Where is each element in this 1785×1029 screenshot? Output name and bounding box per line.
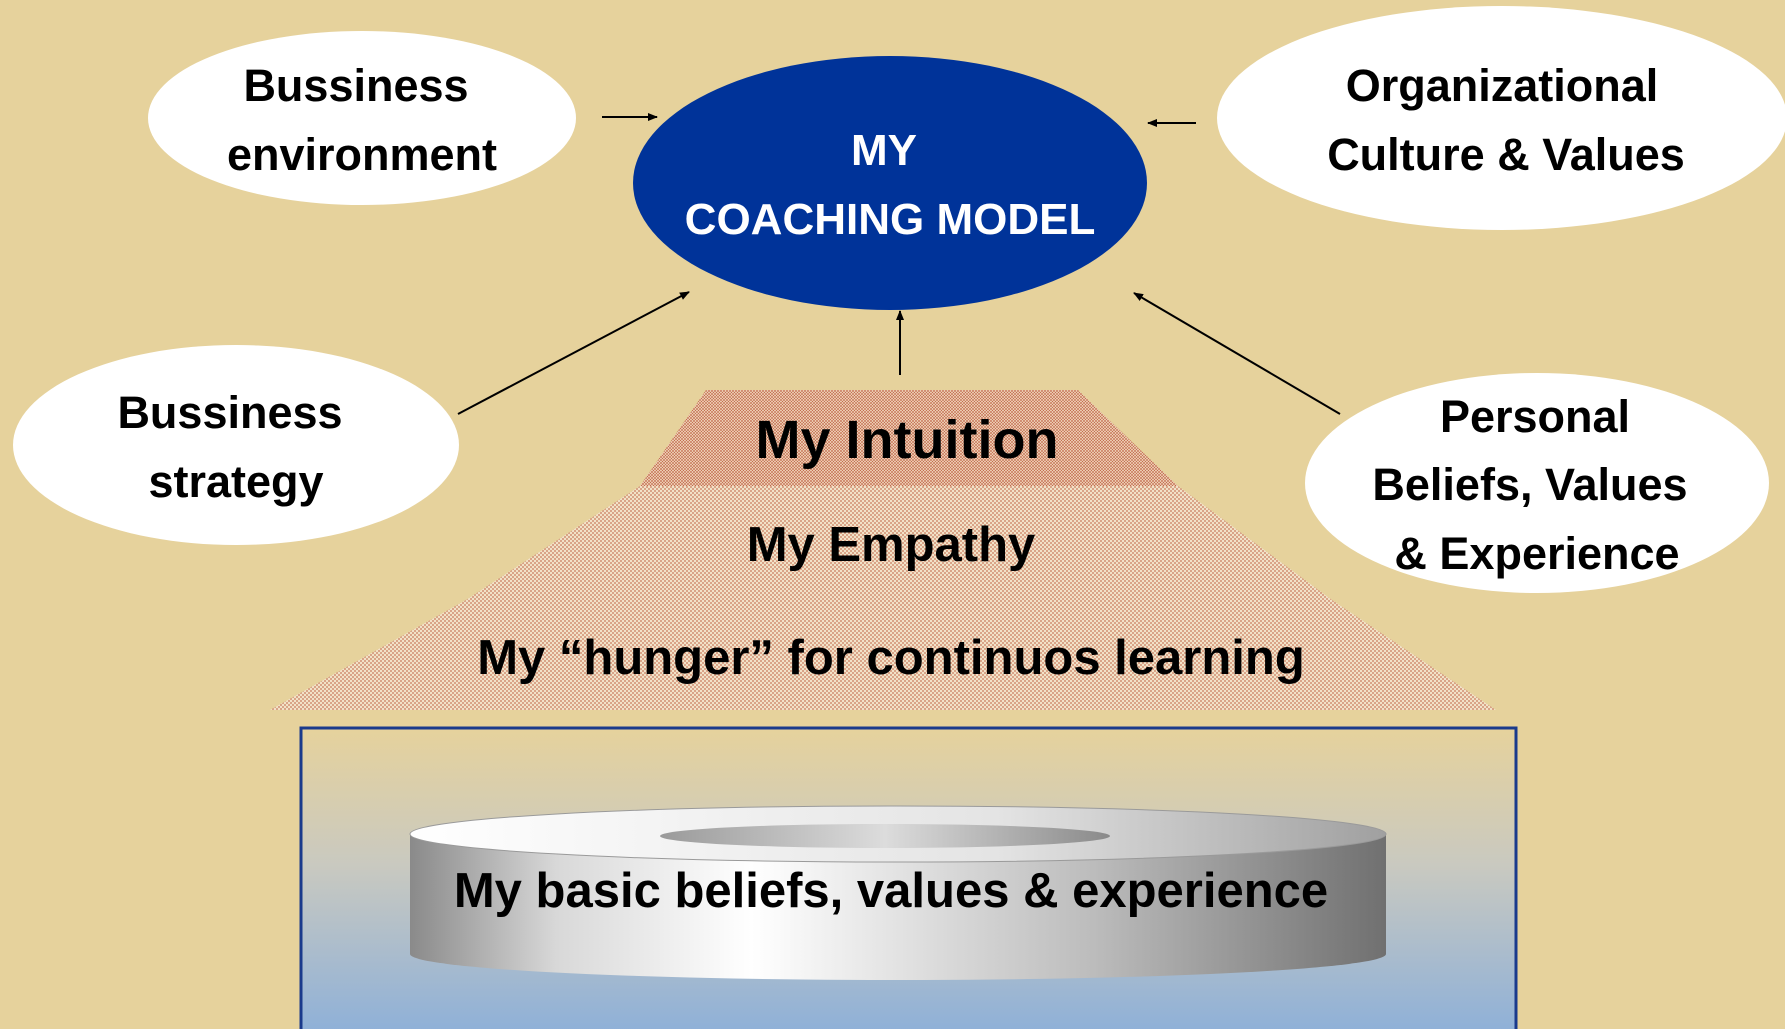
arrow-strategy-to-model (457, 291, 690, 415)
business-environment-ellipse (148, 31, 576, 205)
personal-beliefs-line3: & Experience (1394, 528, 1679, 579)
personal-beliefs-ellipse (1305, 373, 1769, 593)
pyramid-empathy-label: My Empathy (747, 518, 1036, 572)
business-strategy-ellipse (13, 345, 459, 545)
business-environment-line1: Bussiness (243, 60, 468, 111)
personal-beliefs-line1: Personal (1440, 391, 1630, 442)
business-environment-line2: environment (227, 129, 497, 180)
arrow-personal-to-model (1133, 292, 1341, 415)
business-strategy-line1: Bussiness (117, 387, 342, 438)
pyramid-layer-intuition (640, 390, 1178, 486)
organizational-culture-line2: Culture & Values (1327, 129, 1685, 180)
organizational-culture-line1: Organizational (1346, 60, 1659, 111)
center-label-line1: MY (851, 126, 917, 175)
coaching-model-ellipse (633, 56, 1147, 310)
business-strategy-line2: strategy (148, 456, 323, 507)
base-disc (409, 805, 1387, 980)
pyramid-layer-empathy (466, 486, 1332, 600)
pyramid-layer-learning (270, 600, 1496, 710)
organizational-culture-ellipse (1217, 6, 1785, 230)
pyramid-intuition-label: My Intuition (756, 410, 1059, 470)
pyramid-learning-label: My “hunger” for continuos learning (477, 631, 1305, 685)
center-label-line2: COACHING MODEL (685, 195, 1096, 244)
personal-beliefs-line2: Beliefs, Values (1372, 459, 1687, 510)
base-label: My basic beliefs, values & experience (454, 864, 1328, 918)
